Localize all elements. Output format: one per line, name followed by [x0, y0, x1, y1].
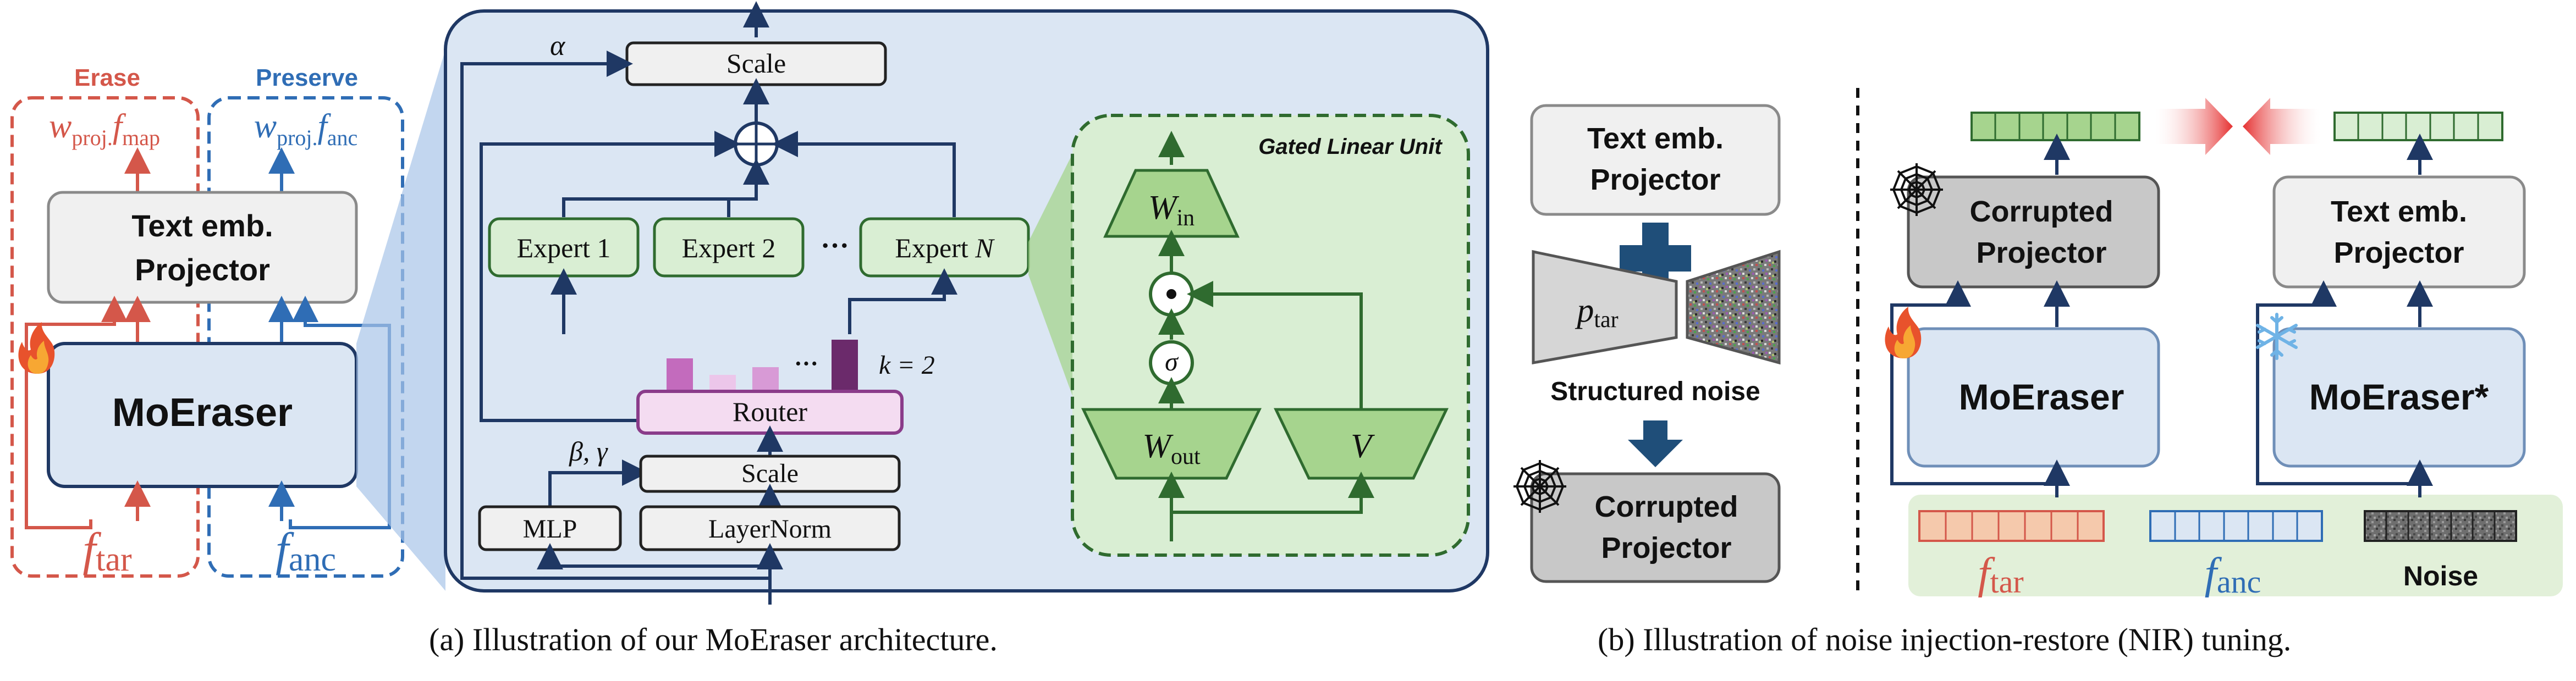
expert-2-label: Expert 2 [682, 232, 776, 263]
scale-top-label: Scale [726, 48, 786, 79]
b-projector-line2: Projector [1590, 163, 1720, 196]
c-projector-line2: Projector [2333, 236, 2464, 269]
alpha-symbol: α [550, 30, 566, 62]
panel-a-left: Erase Preserve wproj.fmap wproj.fanc Tex… [10, 49, 445, 591]
c-projector-box [2272, 175, 2526, 289]
c-corrupted-line1: Corrupted [1970, 195, 2113, 228]
align-arrow-right [2155, 98, 2233, 155]
router-bar-n [832, 340, 858, 391]
mlp-label: MLP [523, 514, 577, 544]
c-corrupted-projector-box [1907, 175, 2160, 289]
f-anc-embedding [2149, 510, 2323, 542]
caption-b: (b) Illustration of noise injection-rest… [1598, 622, 2292, 657]
b-corrupted-line2: Projector [1601, 531, 1731, 564]
c-moeraser-box [1907, 327, 2160, 468]
router-bar-1 [667, 358, 693, 391]
panel-b-left: Text emb. Projector ptar Structured nois… [1512, 104, 1781, 583]
layernorm-label: LayerNorm [708, 514, 832, 544]
expert-n-label: Expert N [895, 232, 995, 263]
c-projector-line1: Text emb. [2331, 195, 2467, 228]
down-arrow-icon [1628, 420, 1683, 467]
projector-box [47, 191, 358, 304]
erase-dashed-box [10, 96, 200, 578]
v-label: V [1351, 428, 1375, 465]
f-tar-label: ftar [82, 523, 132, 578]
zoom-wedge [356, 49, 445, 591]
glu-title: Gated Linear Unit [1258, 135, 1443, 159]
spiderweb-icon [1512, 459, 1567, 514]
expert-2-box [653, 217, 805, 278]
align-arrow-left [2243, 98, 2321, 155]
p-tar-label: ptar [1575, 292, 1618, 333]
c-corrupted-line2: Projector [1976, 236, 2106, 269]
w-in-label: Win [1148, 189, 1195, 231]
k-equals-label: k = 2 [879, 351, 935, 380]
experts-ellipsis: ··· [821, 230, 849, 262]
caption-a: (a) Illustration of our MoEraser archite… [429, 622, 998, 657]
w-proj-fmap: wproj.fmap [49, 108, 160, 150]
c-moeraser-label: MoEraser [1959, 377, 2124, 417]
c-moeraser-star-label: MoEraser* [2309, 377, 2489, 417]
beta-gamma-symbol: β, γ [569, 436, 608, 467]
b-projector-box [1530, 104, 1781, 216]
f-tar-embedding [1918, 510, 2105, 542]
b-corrupted-projector-box [1530, 472, 1781, 583]
output-embedding-right [2333, 112, 2503, 141]
w-proj-fanc: wproj.fanc [254, 108, 358, 150]
w-in-block [1103, 169, 1240, 238]
f-anc-label: fanc [276, 523, 336, 578]
moeraser-label: MoEraser [112, 391, 293, 435]
projector-label-line1: Text emb. [131, 208, 273, 243]
projector-label-line2: Projector [135, 252, 270, 287]
w-out-block [1081, 408, 1262, 480]
panel-b-right: Corrupted Projector Text emb. Projector … [1885, 98, 2563, 600]
p-tar-block [1532, 250, 1678, 364]
b-projector-line1: Text emb. [1587, 122, 1724, 155]
router-label: Router [733, 396, 807, 427]
erase-label: Erase [74, 64, 140, 91]
v-block [1274, 408, 1449, 480]
fire-icon [18, 322, 55, 374]
router-bars-ellipsis: ··· [794, 350, 818, 377]
c-moeraser-star-box [2272, 327, 2526, 468]
scale-bottom-label: Scale [741, 459, 799, 488]
b-f-anc-label: fanc [2205, 550, 2261, 600]
structured-noise-label: Structured noise [1550, 377, 1760, 406]
noise-label: Noise [2403, 561, 2478, 591]
preserve-label: Preserve [256, 64, 358, 91]
sigma-symbol: σ [1165, 347, 1179, 377]
expert-1-label: Expert 1 [517, 232, 611, 263]
spiderweb-icon-2 [1889, 162, 1944, 217]
router-bar-2 [709, 375, 736, 391]
router-bar-3 [752, 367, 779, 391]
b-corrupted-line1: Corrupted [1595, 490, 1738, 523]
noise-embedding [2364, 510, 2517, 542]
architecture-panel: Scale α Expert 1 Expert 2 ··· Expert N ·… [444, 1, 1489, 605]
noise-image [1686, 250, 1781, 365]
w-out-label: Wout [1142, 428, 1201, 469]
glu-zoom-wedge [1028, 154, 1072, 396]
output-embedding-left [1970, 112, 2140, 141]
